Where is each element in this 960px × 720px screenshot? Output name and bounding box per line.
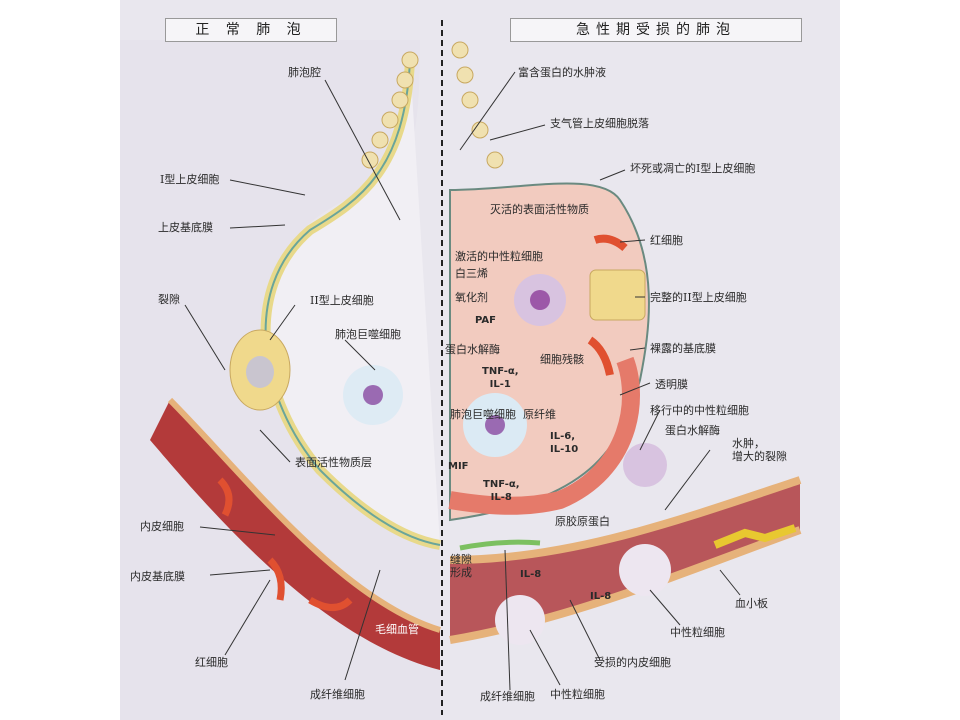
label-edema-fluid: 富含蛋白的水肿液 — [518, 66, 606, 79]
label-gap-formation: 缝隙 形成 — [450, 553, 472, 579]
left-title: 正 常 肺 泡 — [165, 18, 337, 42]
label-edema-gap: 水肿， 增大的裂隙 — [732, 437, 787, 463]
label-paf: PAF — [475, 315, 496, 326]
label-migrating-neutrophil: 移行中的中性粒细胞 — [650, 404, 749, 417]
label-type2-cell: II型上皮细胞 — [310, 294, 374, 307]
label-endothelial-cell: 内皮细胞 — [140, 520, 184, 533]
label-inactive-surfactant: 灭活的表面活性物质 — [490, 203, 589, 216]
label-necrotic-type1: 坏死或凋亡的I型上皮细胞 — [630, 162, 756, 175]
label-activated-neutrophil: 激活的中性粒细胞 — [455, 250, 543, 263]
label-type1-cell: I型上皮细胞 — [160, 173, 220, 186]
label-tnf-il8: TNF-α, IL-8 — [483, 479, 520, 503]
label-leukotriene: 白三烯 — [455, 267, 488, 280]
label-procollagen: 原胶原蛋白 — [555, 515, 610, 528]
label-il6-il10: IL-6, IL-10 — [550, 431, 579, 455]
label-neutrophil-2: 中性粒细胞 — [550, 688, 605, 701]
label-endothelial-bm: 内皮基底膜 — [130, 570, 185, 583]
label-il8-b: IL-8 — [590, 591, 612, 602]
label-gap: 裂隙 — [158, 293, 180, 306]
label-cell-debris: 细胞残骸 — [540, 353, 584, 366]
label-mif: MIF — [448, 461, 469, 472]
label-protease: 蛋白水解酶 — [445, 343, 500, 356]
label-hyaline-membrane: 透明膜 — [655, 378, 688, 391]
label-tnf-il1: TNF-α, IL-1 — [482, 366, 519, 390]
label-capillary: 毛细血管 — [375, 623, 419, 636]
label-epithelial-bm: 上皮基底膜 — [158, 221, 213, 234]
diagram-illustration — [120, 20, 840, 720]
label-alveolar-space: 肺泡腔 — [288, 66, 321, 79]
label-protease-2: 蛋白水解酶 — [665, 424, 720, 437]
label-rbc-right: 红细胞 — [650, 234, 683, 247]
label-intact-type2: 完整的II型上皮细胞 — [650, 291, 747, 304]
label-neutrophil: 中性粒细胞 — [670, 626, 725, 639]
label-il8-a: IL-8 — [520, 569, 542, 580]
label-fibroblast: 成纤维细胞 — [310, 688, 365, 701]
right-title: 急性期受损的肺泡 — [510, 18, 802, 42]
label-rbc: 红细胞 — [195, 656, 228, 669]
label-oxidant: 氧化剂 — [455, 291, 488, 304]
label-fibril: 原纤维 — [523, 408, 556, 421]
label-fibroblast-right: 成纤维细胞 — [480, 690, 535, 703]
label-bare-bm: 裸露的基底膜 — [650, 342, 716, 355]
alveolus-diagram: 正 常 肺 泡 急性期受损的肺泡 肺泡腔 I型上皮细胞 上皮基底膜 裂隙 II型… — [120, 0, 840, 720]
label-bronchial-shed: 支气管上皮细胞脱落 — [550, 117, 649, 130]
label-platelet: 血小板 — [735, 597, 768, 610]
label-macrophage: 肺泡巨噬细胞 — [335, 328, 401, 341]
label-macrophage-right: 肺泡巨噬细胞 — [450, 408, 516, 421]
label-surfactant-layer: 表面活性物质层 — [295, 456, 372, 469]
label-damaged-endothelial: 受损的内皮细胞 — [594, 656, 671, 669]
